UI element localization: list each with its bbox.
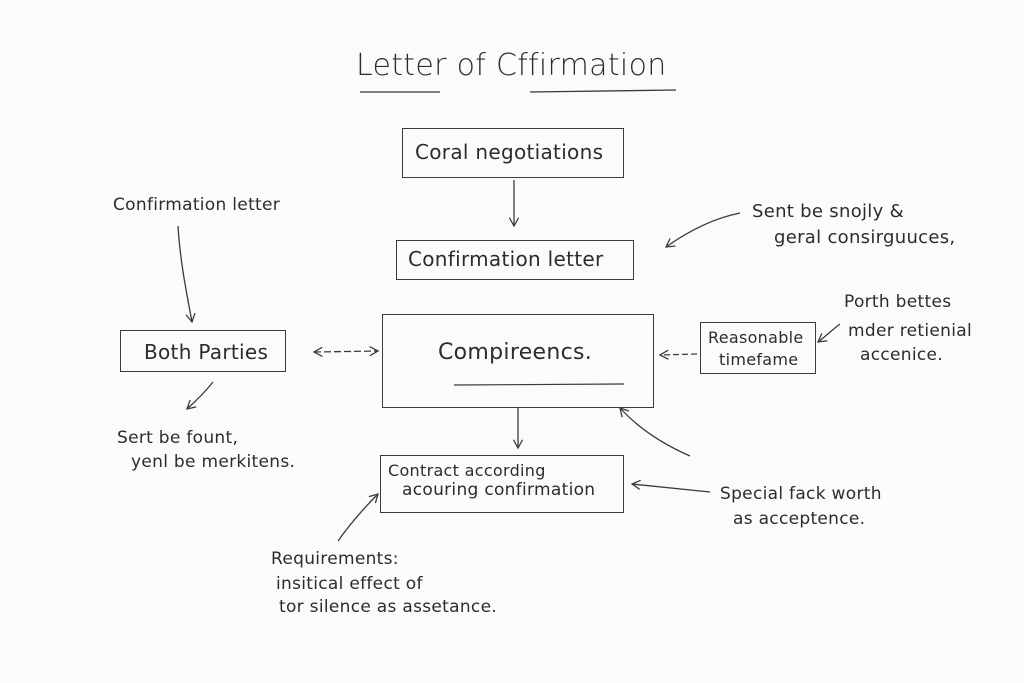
- arrow-reasonable-to-compireencs: [658, 349, 698, 360]
- contract-label-line2: acouring confirmation: [402, 480, 596, 500]
- note-sent-snoly-line2: geral consirguuces,: [774, 227, 956, 248]
- note-confirmation-letter-left: Confirmation letter: [113, 195, 281, 215]
- diagram-title: Letter of Cffirmation: [356, 48, 667, 83]
- note-requirements-line3: tor silence as assetance.: [279, 597, 498, 617]
- arrow-both-parties-compireencs: [312, 345, 380, 358]
- note-special-line1: Special fack worth: [720, 484, 882, 504]
- both-parties-label: Both Parties: [144, 340, 269, 364]
- title-underline: [360, 89, 677, 93]
- reasonable-label-line1: Reasonable: [708, 328, 804, 347]
- arrow-curve-to-compireencs: [619, 407, 691, 457]
- contract-label-line1: Contract according: [388, 461, 546, 480]
- coral-negotiations-label: Coral negotiations: [415, 140, 604, 164]
- compireencs-label: Compireencs.: [438, 340, 593, 365]
- note-requirements-line1: Requirements:: [271, 549, 399, 569]
- note-porth-line3: accenice.: [860, 345, 943, 365]
- compireencs-box: [382, 314, 654, 408]
- note-sert-line1: Sert be fount,: [117, 428, 239, 448]
- note-requirements-line2: insitical effect of: [276, 574, 423, 594]
- arrow-sent-note-to-confirmation: [664, 212, 741, 248]
- reasonable-label-line2: timefame: [719, 350, 799, 369]
- note-sent-snoly-line1: Sent be snojly &: [752, 201, 904, 222]
- note-porth-line1: Porth bettes: [844, 292, 952, 312]
- note-special-line2: as acceptence.: [733, 509, 866, 529]
- both-parties-box: [120, 330, 286, 372]
- note-sert-line2: yenl be merkitens.: [131, 452, 296, 472]
- confirmation-letter-box: [396, 240, 634, 280]
- reasonable-timefame-box: [700, 322, 816, 374]
- confirmation-letter-label: Confirmation letter: [408, 247, 604, 271]
- arrow-special-note-to-contract: [630, 479, 711, 493]
- arrow-left-note-to-both-parties: [177, 225, 196, 324]
- arrow-requirements-to-contract: [337, 493, 379, 542]
- compireencs-underline: [453, 383, 625, 386]
- coral-negotiations-box: [402, 128, 624, 178]
- note-porth-line2: mder retienial: [848, 321, 972, 341]
- arrow-porth-note-to-reasonable: [816, 323, 841, 343]
- arrow-both-parties-to-sert-note: [186, 381, 214, 410]
- contract-box: [380, 455, 624, 513]
